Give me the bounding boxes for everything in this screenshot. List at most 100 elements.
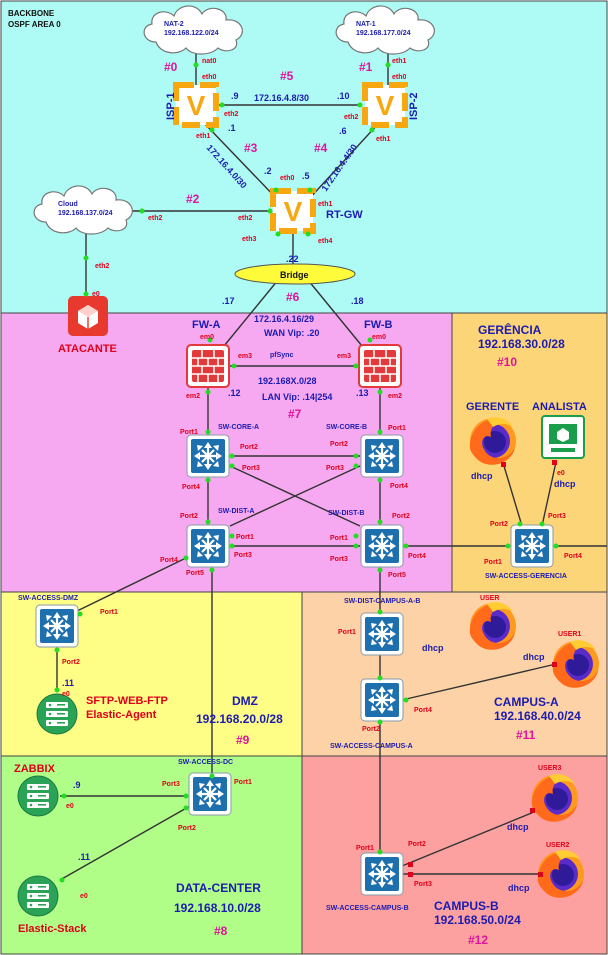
port-elastic-e0: e0 [80, 893, 88, 900]
lan-vip-label: LAN Vip: .14|254 [262, 392, 332, 402]
link-num-6: #6 [286, 290, 300, 304]
ip-isp2-eth1: .6 [339, 126, 347, 136]
port-fwb-em3: em3 [337, 353, 351, 360]
fwa-name: FW-A [192, 319, 221, 331]
campus-a-num: #11 [516, 728, 536, 742]
port-dc-p1: Port1 [234, 779, 252, 786]
port-dist-a-p1: Port1 [236, 534, 254, 541]
port-isp1-nat0: nat0 [202, 58, 217, 65]
campus-a-title: CAMPUS-A [494, 695, 559, 709]
atacante-icon[interactable] [68, 296, 108, 336]
sftp-label: SFTP-WEB-FTP [86, 695, 168, 707]
cloud-external: Cloud 192.168.137.0/24 [33, 185, 133, 235]
user2-label: USER2 [546, 842, 569, 849]
datacenter-num: #8 [214, 924, 228, 938]
backbone-title: BACKBONE [8, 9, 55, 18]
sw-access-dmz-name: SW-ACCESS-DMZ [18, 595, 79, 602]
port-atacante-e0: e0 [92, 291, 100, 298]
port-isp1-eth2: eth2 [224, 111, 239, 118]
nat1-name: NAT-1 [356, 21, 376, 28]
switch-access-campus-a-icon[interactable] [359, 677, 405, 723]
cloud-nat2: NAT-2 192.168.122.0/24 [143, 5, 243, 55]
gerente-label: GERENTE [466, 401, 519, 413]
port-rtgw-eth4: eth4 [318, 238, 333, 245]
port-rtgw-eth1: eth1 [318, 201, 333, 208]
port-atacante-eth2: eth2 [95, 263, 110, 270]
port-core-b-p2: Port2 [330, 441, 348, 448]
sw-access-campus-a-name: SW-ACCESS-CAMPUS-A [330, 743, 413, 750]
firewall-fwb-icon[interactable] [358, 344, 402, 388]
port-zabbix-e0: e0 [66, 803, 74, 810]
isp1-name: ISP-1 [165, 92, 177, 120]
port-campus-b-p2: Port2 [408, 841, 426, 848]
sw-access-campus-b-name: SW-ACCESS-CAMPUS-B [326, 905, 409, 912]
elastic-stack-label: Elastic-Stack [18, 923, 87, 935]
switch-dist-campus-icon[interactable] [359, 611, 405, 657]
switch-core-a-icon[interactable] [185, 433, 231, 479]
nat1-subnet: 192.168.177.0/24 [356, 30, 411, 37]
switch-access-dmz-icon[interactable] [34, 603, 80, 649]
port-ger-p3: Port3 [548, 513, 566, 520]
port-rtgw-eth0: eth0 [280, 175, 295, 182]
firewall-fwa-icon[interactable] [186, 344, 230, 388]
sw-access-dc-name: SW-ACCESS-DC [178, 759, 233, 766]
gerencia-title: GERÊNCIA [478, 322, 542, 337]
sw-dist-b-name: SW-DIST-B [328, 510, 364, 517]
zabbix-label: ZABBIX [14, 763, 56, 775]
port-dist-a-p3: Port3 [234, 552, 252, 559]
isp-net-label: 172.16.4.8/30 [254, 93, 309, 103]
cloud-name: Cloud [58, 201, 78, 208]
user3-label: USER3 [538, 765, 561, 772]
switch-access-campus-b-icon[interactable] [359, 851, 405, 897]
bridge-label: Bridge [280, 270, 309, 280]
link-num-1: #1 [359, 60, 373, 74]
switch-access-dc-icon[interactable] [187, 771, 233, 817]
port-ger-p4: Port4 [564, 553, 582, 560]
port-core-b-p3: Port3 [326, 465, 344, 472]
datacenter-subnet: 192.168.10.0/28 [174, 901, 261, 915]
sw-core-b-name: SW-CORE-B [326, 424, 367, 431]
port-isp1-eth0: eth0 [202, 74, 217, 81]
port-sftp-e0: e0 [62, 691, 70, 698]
port-dots [54, 62, 559, 883]
wan-vip-label: WAN Vip: .20 [264, 328, 319, 338]
server-sftp-icon[interactable] [36, 693, 78, 735]
router-isp2-icon[interactable] [365, 85, 405, 125]
links [56, 42, 607, 881]
port-core-a-p3: Port3 [242, 465, 260, 472]
bridge-icon[interactable] [234, 263, 356, 285]
port-dist-a-p4: Port4 [160, 557, 178, 564]
switch-access-gerencia-icon[interactable] [509, 523, 555, 569]
switch-dist-a-icon[interactable] [185, 523, 231, 569]
router-rtgw-icon[interactable] [273, 191, 313, 231]
gerencia-subnet: 192.168.30.0/28 [478, 337, 565, 351]
port-dist-a-p2: Port2 [180, 513, 198, 520]
cloud-nat1: NAT-1 192.168.177.0/24 [335, 5, 435, 55]
dhcp-user1: dhcp [523, 652, 545, 662]
lan-net-label: 192.168X.0/28 [258, 376, 317, 386]
server-elastic-stack-icon[interactable] [17, 875, 59, 917]
nat2-subnet: 192.168.122.0/24 [164, 30, 219, 37]
port-rtgw-eth2: eth2 [238, 215, 253, 222]
port-core-a-p2: Port2 [240, 444, 258, 451]
backbone-subtitle: OSPF AREA 0 [8, 20, 61, 29]
link-num-0: #0 [164, 60, 178, 74]
link-num-2: #2 [186, 192, 200, 206]
isp2-name: ISP-2 [408, 92, 420, 120]
analista-terminal-icon[interactable] [541, 415, 585, 459]
cloud-subnet: 192.168.137.0/24 [58, 210, 113, 217]
port-core-b-p1: Port1 [388, 425, 406, 432]
switch-core-b-icon[interactable] [359, 433, 405, 479]
ip-rtgw-eth0: .2 [264, 166, 272, 176]
ip-rtgw-bridge: .22 [286, 254, 299, 264]
router-isp1-icon[interactable] [176, 85, 216, 125]
port-dmz-p2: Port2 [62, 659, 80, 666]
dmz-title: DMZ [232, 694, 258, 708]
server-zabbix-icon[interactable] [17, 775, 59, 817]
port-analista-e0: e0 [557, 470, 565, 477]
port-dist-b-p4: Port4 [408, 553, 426, 560]
ip-isp2-eth2: .10 [337, 91, 350, 101]
port-cloud-eth2: eth2 [148, 215, 163, 222]
switch-dist-b-icon[interactable] [359, 523, 405, 569]
ip-isp1-eth2: .9 [231, 91, 239, 101]
